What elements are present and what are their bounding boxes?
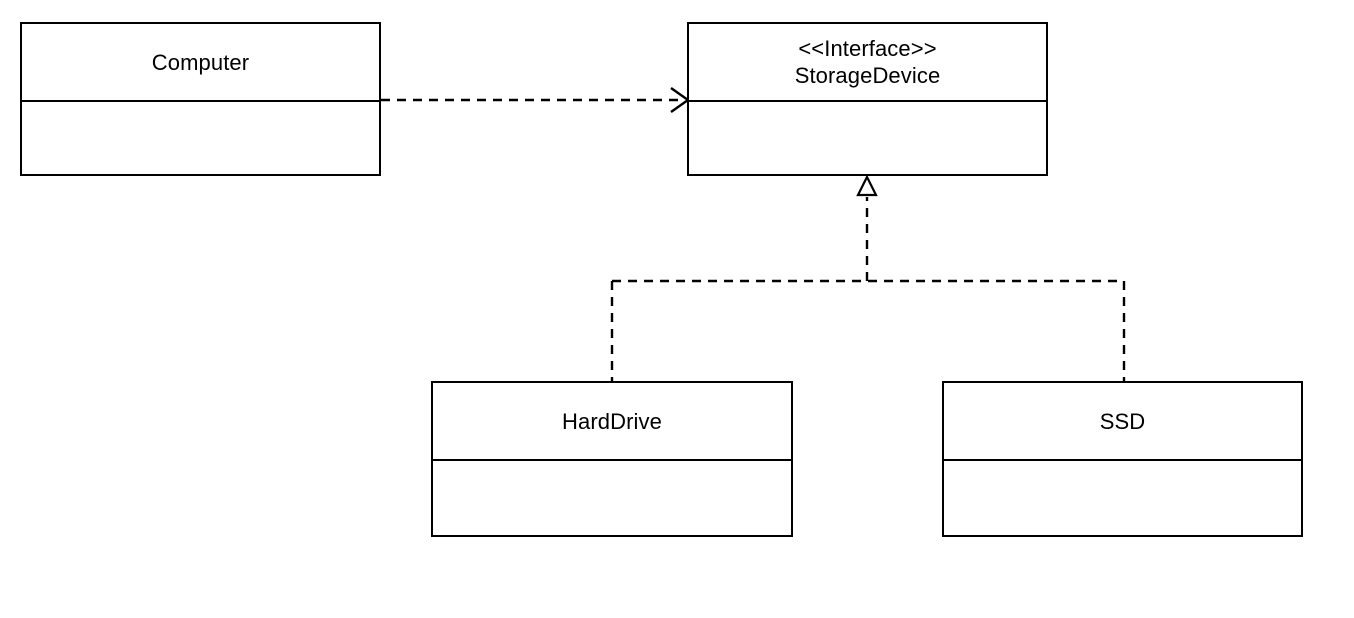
hollow-triangle-icon (856, 174, 878, 197)
class-box-ssd[interactable]: SSD (942, 381, 1303, 537)
class-name-harddrive: HardDrive (562, 408, 662, 434)
open-arrow-icon (670, 87, 691, 113)
relationship-realization-tree[interactable] (610, 174, 1126, 381)
class-members-harddrive (433, 461, 791, 535)
class-name-ssd: SSD (1099, 408, 1146, 434)
class-header-ssd: SSD (944, 383, 1301, 461)
class-members-storagedevice (689, 102, 1046, 174)
class-header-computer: Computer (22, 24, 379, 102)
class-members-ssd (944, 461, 1301, 535)
class-box-storagedevice[interactable]: <<Interface>> StorageDevice (687, 22, 1048, 176)
class-name-computer: Computer (151, 49, 250, 75)
class-stereotype-storagedevice: <<Interface>> (798, 36, 937, 61)
class-name-storagedevice: StorageDevice (794, 63, 941, 88)
class-box-computer[interactable]: Computer (20, 22, 381, 176)
relationship-computer-uses-storagedevice[interactable] (381, 87, 691, 113)
class-header-storagedevice: <<Interface>> StorageDevice (689, 24, 1046, 102)
class-box-harddrive[interactable]: HardDrive (431, 381, 793, 537)
class-header-harddrive: HardDrive (433, 383, 791, 461)
class-members-computer (22, 102, 379, 174)
